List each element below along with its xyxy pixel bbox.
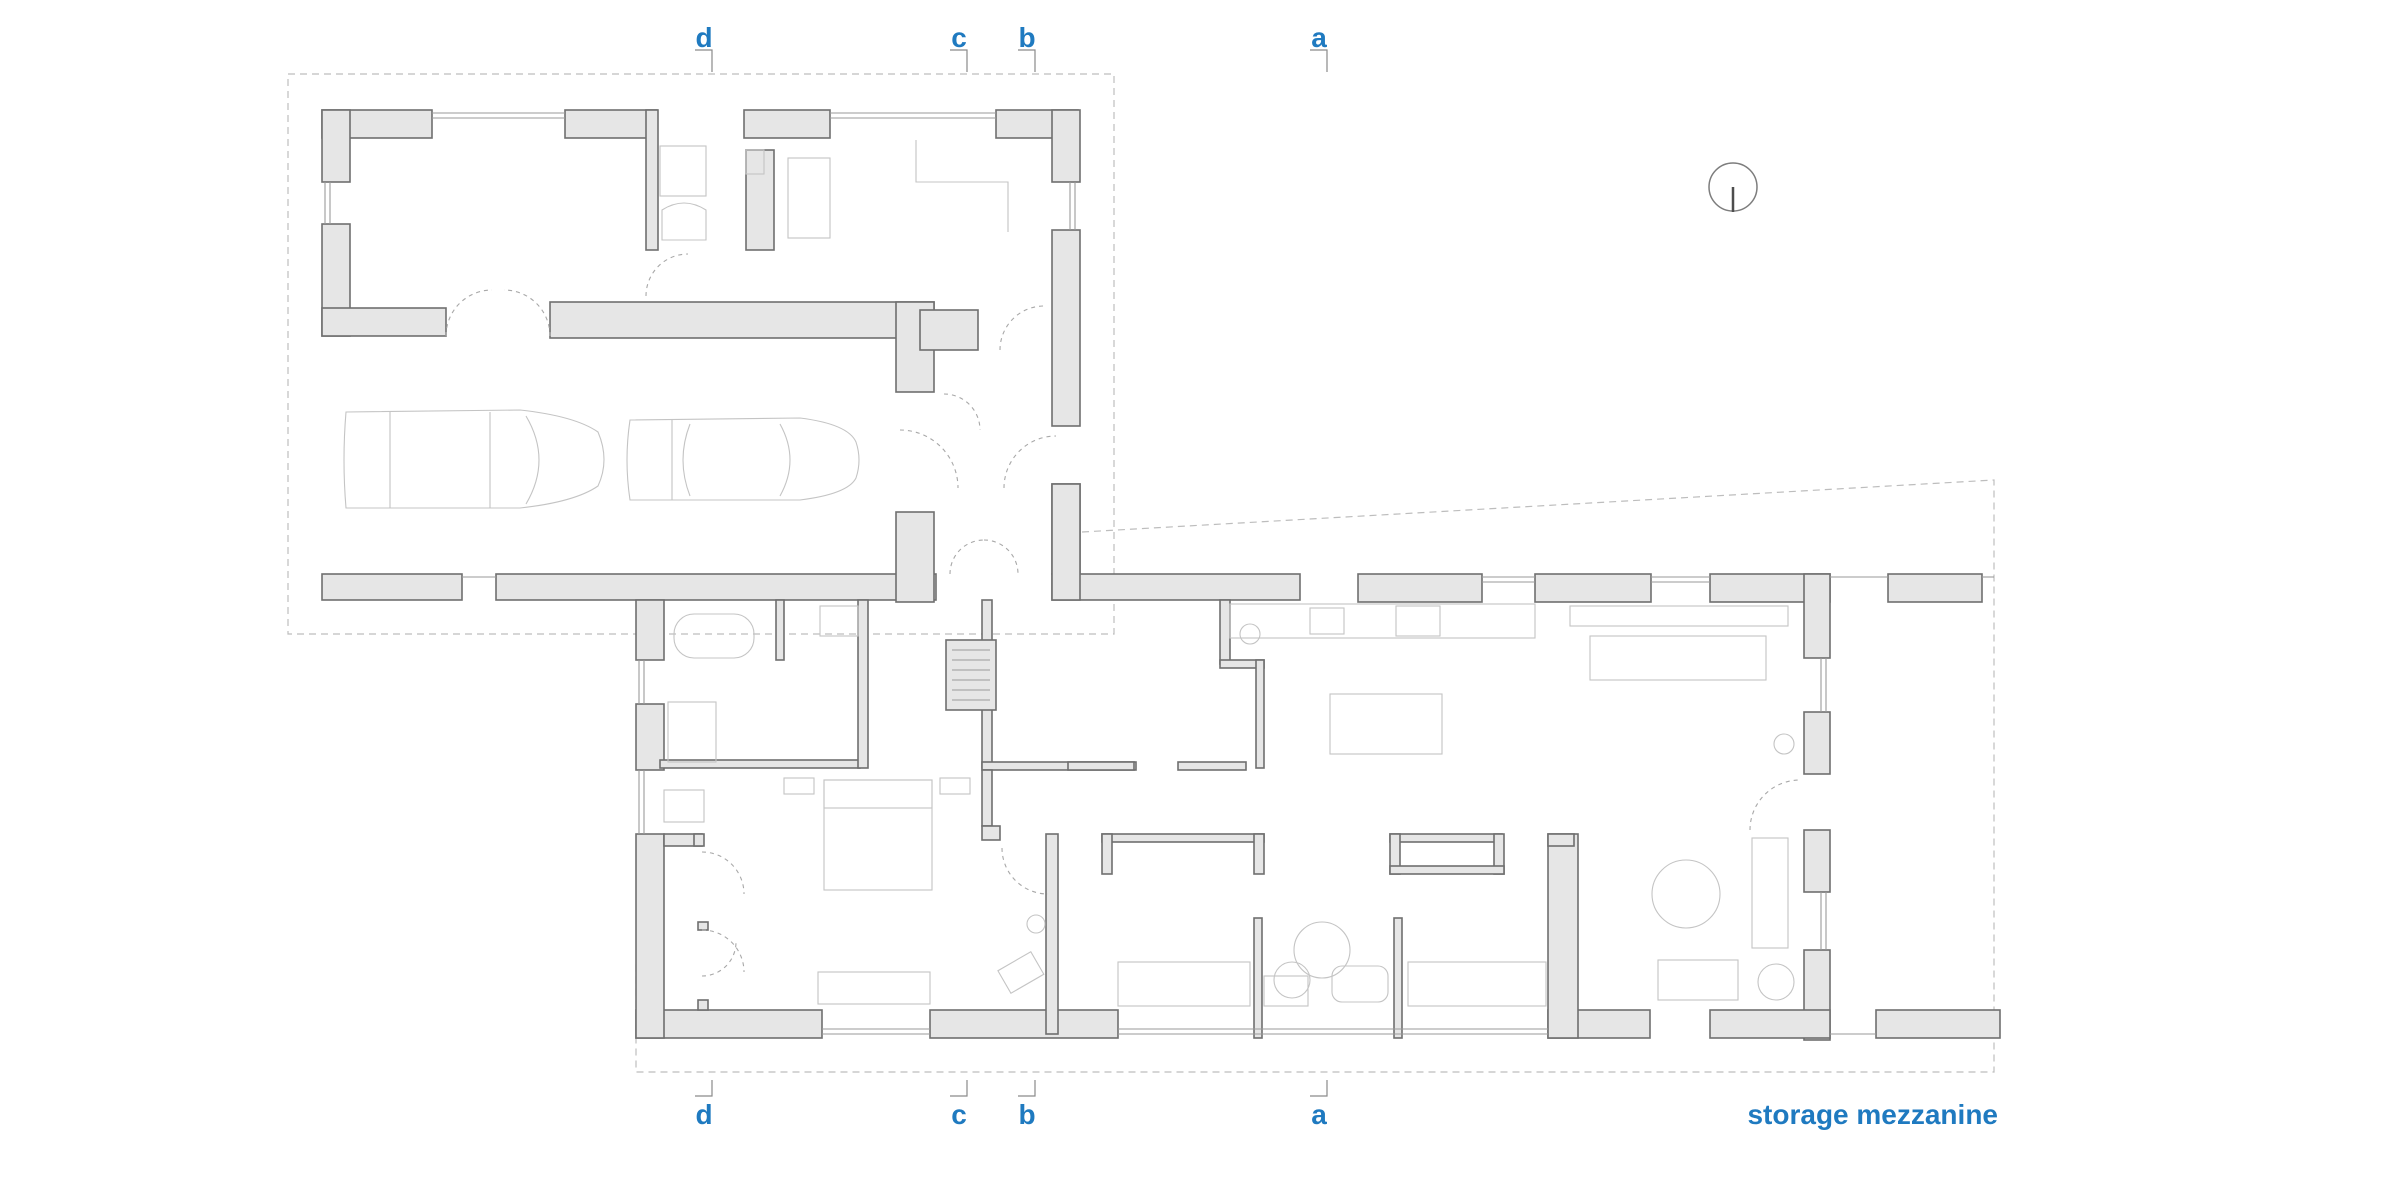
- mezzanine-outline: [287, 73, 1995, 1073]
- section-marker-b-top: b: [1018, 22, 1035, 53]
- windows: [324, 112, 1994, 1035]
- plant-icon: [1026, 623, 1311, 999]
- car-icon: [343, 409, 605, 509]
- section-markers-bottom: d c b a: [695, 1099, 1327, 1130]
- furniture: [343, 140, 1795, 1007]
- stair-treads: [952, 649, 990, 701]
- section-marker-d-top: d: [695, 22, 712, 53]
- section-marker-c-bottom: c: [951, 1099, 967, 1130]
- north-arrow-icon: [1708, 162, 1758, 212]
- section-marker-a-bottom: a: [1311, 1099, 1327, 1130]
- walls: [321, 109, 2001, 1041]
- section-marker-b-bottom: b: [1018, 1099, 1035, 1130]
- section-marker-d-bottom: d: [695, 1099, 712, 1130]
- car-icon: [626, 417, 860, 501]
- section-markers-top: d c b a: [695, 22, 1327, 53]
- doors: [445, 253, 1801, 977]
- plan-title: storage mezzanine: [1747, 1099, 1998, 1130]
- section-marker-c-top: c: [951, 22, 967, 53]
- section-marker-ticks: [695, 49, 1328, 1097]
- section-marker-a-top: a: [1311, 22, 1327, 53]
